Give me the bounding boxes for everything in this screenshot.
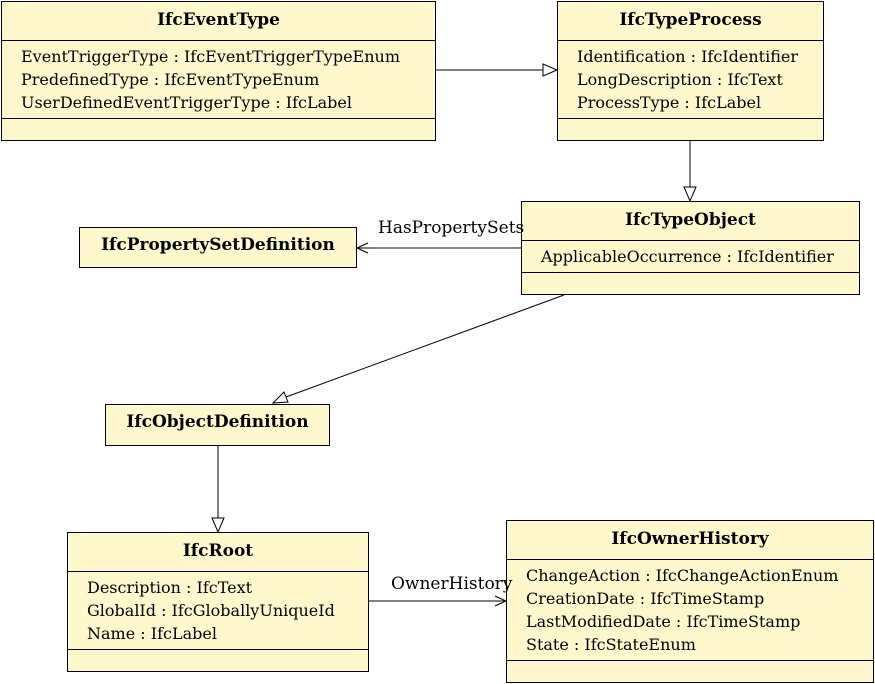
attribute: LongDescription : IfcText [577, 70, 783, 89]
attribute: ChangeAction : IfcChangeActionEnum [526, 566, 839, 585]
attribute-list: ApplicableOccurrence : IfcIdentifier [522, 240, 859, 273]
generalization-arrowhead [271, 391, 289, 404]
class-ifc-event-type[interactable]: IfcEventType EventTriggerType : IfcEvent… [1, 1, 436, 141]
generalization-type-object-to-object-definition [285, 294, 565, 398]
generalization-arrowhead [683, 186, 697, 203]
attribute: PredefinedType : IfcEventTypeEnum [21, 70, 320, 89]
attribute: LastModifiedDate : IfcTimeStamp [526, 612, 801, 631]
generalization-arrowhead [542, 63, 559, 77]
class-name: IfcTypeObject [625, 210, 756, 230]
attribute: ApplicableOccurrence : IfcIdentifier [541, 247, 834, 266]
class-ifc-property-set-definition[interactable]: IfcPropertySetDefinition [79, 227, 357, 268]
generalization-arrowhead [211, 517, 225, 534]
attribute: UserDefinedEventTriggerType : IfcLabel [21, 93, 352, 112]
operation-compartment [2, 119, 435, 137]
attribute: EventTriggerType : IfcEventTriggerTypeEn… [21, 47, 400, 66]
class-name: IfcPropertySetDefinition [101, 235, 335, 255]
class-ifc-type-object[interactable]: IfcTypeObject ApplicableOccurrence : Ifc… [521, 201, 860, 295]
operation-compartment [558, 119, 823, 137]
operation-compartment [522, 273, 859, 291]
class-ifc-root[interactable]: IfcRoot Description : IfcText GlobalId :… [67, 532, 369, 672]
attribute-list: ChangeAction : IfcChangeActionEnum Creat… [507, 559, 873, 661]
class-name: IfcRoot [182, 541, 254, 561]
attribute: CreationDate : IfcTimeStamp [526, 589, 765, 608]
attribute: Name : IfcLabel [87, 624, 217, 643]
class-name: IfcEventType [157, 10, 280, 30]
attribute: GlobalId : IfcGloballyUniqueId [87, 601, 335, 620]
association-arrowhead [355, 242, 369, 254]
attribute-list: Description : IfcText GlobalId : IfcGlob… [68, 571, 368, 650]
attribute: Description : IfcText [87, 578, 253, 597]
attribute: ProcessType : IfcLabel [577, 93, 762, 112]
operation-compartment [507, 661, 873, 679]
operation-compartment [68, 650, 368, 668]
attribute: State : IfcStateEnum [526, 635, 696, 654]
association-label-owner-history: OwnerHistory [391, 574, 513, 594]
attribute-list: Identification : IfcIdentifier LongDescr… [558, 40, 823, 119]
class-name: IfcTypeProcess [619, 10, 762, 30]
attribute: Identification : IfcIdentifier [577, 47, 798, 66]
class-ifc-object-definition[interactable]: IfcObjectDefinition [105, 404, 330, 446]
class-name: IfcObjectDefinition [126, 412, 309, 432]
class-ifc-owner-history[interactable]: IfcOwnerHistory ChangeAction : IfcChange… [506, 520, 874, 683]
attribute-list: EventTriggerType : IfcEventTriggerTypeEn… [2, 40, 435, 119]
class-ifc-type-process[interactable]: IfcTypeProcess Identification : IfcIdent… [557, 1, 824, 141]
class-name: IfcOwnerHistory [611, 529, 769, 549]
association-label-has-property-sets: HasPropertySets [378, 218, 525, 238]
